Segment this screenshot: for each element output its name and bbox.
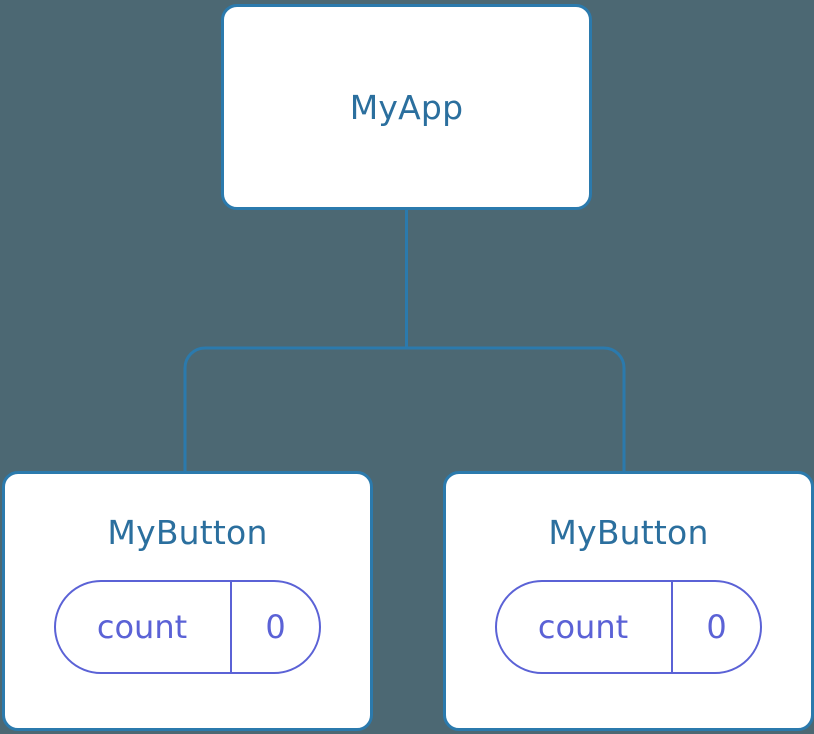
node-title: MyButton (107, 513, 268, 552)
node-mybutton-1[interactable]: MyButton count 0 (2, 471, 373, 731)
state-value-label: 0 (671, 582, 760, 672)
node-title: MyApp (349, 87, 464, 127)
node-mybutton-2[interactable]: MyButton count 0 (443, 471, 814, 731)
state-key-label: count (96, 608, 188, 646)
connector-edge-right (406, 346, 626, 474)
node-title: MyButton (548, 513, 709, 552)
state-key-label: count (537, 608, 629, 646)
state-pill-count[interactable]: count 0 (54, 580, 321, 674)
state-pill-count[interactable]: count 0 (495, 580, 762, 674)
state-value-label: 0 (230, 582, 319, 672)
node-myapp[interactable]: MyApp (221, 4, 592, 210)
connector-edge-left (183, 346, 407, 474)
